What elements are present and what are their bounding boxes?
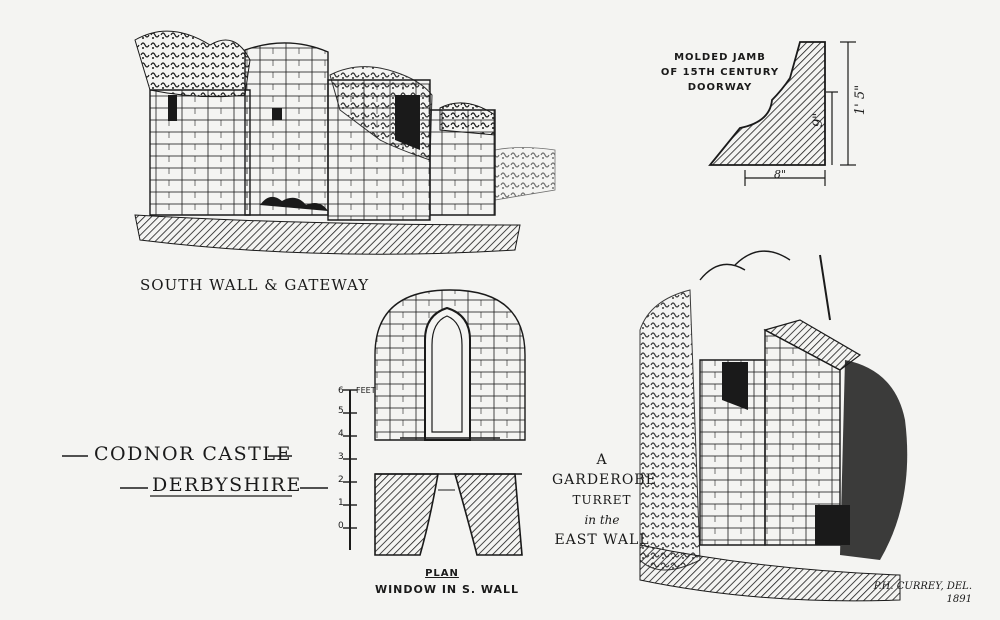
dimension-width: 8"	[774, 168, 787, 181]
artist-signature: P.H. CURREY, DEL. 1891	[842, 580, 972, 606]
scale-tick-2: 2	[338, 475, 344, 485]
caption-window-s-wall: WINDOW IN S. WALL	[374, 583, 520, 596]
scale-tick-3: 3	[338, 452, 344, 462]
scale-tick-4: 4	[338, 429, 344, 439]
caption-jamb-line3: DOORWAY	[687, 82, 753, 93]
scale-tick-5: 5	[338, 406, 344, 416]
garderobe-turret-sketch	[639, 250, 908, 602]
south-wall-gateway-sketch	[134, 30, 556, 255]
caption-garderobe-line3: in the	[584, 513, 620, 527]
caption-plan: PLAN	[425, 568, 459, 579]
window-plan	[374, 473, 523, 556]
dimension-height-inner: 9"	[811, 112, 827, 128]
caption-south-wall: SOUTH WALL & GATEWAY	[140, 276, 370, 294]
title-codnor-castle: CODNOR CASTLE	[94, 443, 292, 465]
scale-bar	[343, 389, 357, 550]
molded-jamb-profile	[708, 41, 856, 186]
caption-jamb-line2: OF 15TH CENTURY	[660, 67, 780, 78]
signature-year: 1891	[946, 594, 972, 605]
caption-jamb-line1: MOLDED JAMB	[674, 52, 766, 63]
caption-garderobe-line1: A GARDEROBE	[552, 452, 657, 488]
caption-garderobe-turret: A GARDEROBE TURRET in the EAST WALL	[552, 450, 657, 550]
window-elevation	[374, 289, 526, 441]
caption-garderobe-line4: EAST WALL	[554, 532, 650, 548]
scale-tick-1: 1	[338, 498, 344, 508]
caption-garderobe-line2: TURRET	[572, 493, 632, 507]
title-rules	[62, 455, 328, 497]
scale-tick-6: 6	[338, 386, 344, 396]
caption-molded-jamb: MOLDED JAMB OF 15TH CENTURY DOORWAY	[660, 50, 780, 95]
title-derbyshire: DERBYSHIRE	[152, 474, 302, 496]
scale-tick-0: 0	[338, 521, 344, 531]
scale-unit: FEET	[356, 386, 376, 395]
dimension-height-outer: 1' 5"	[853, 84, 869, 116]
signature-name: P.H. CURREY, DEL.	[873, 581, 972, 592]
